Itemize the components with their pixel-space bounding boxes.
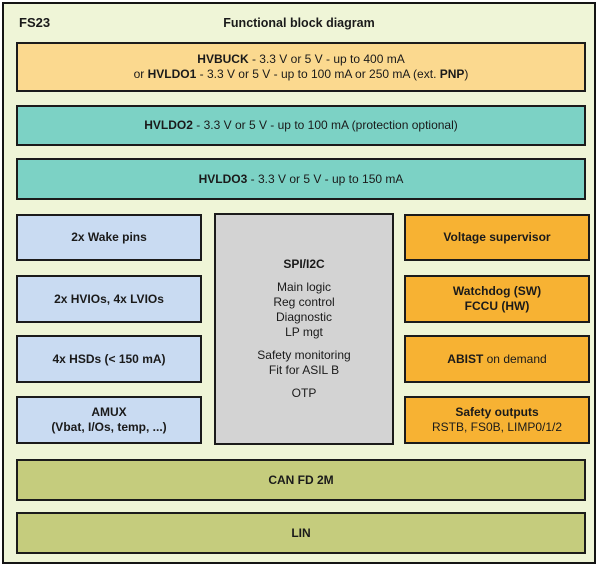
safety-monitoring-group: Safety monitoring Fit for ASIL B bbox=[257, 348, 350, 378]
abist-on-demand-label: on demand bbox=[483, 351, 547, 366]
hvldo2-label: HVLDO2 bbox=[144, 118, 193, 132]
hvios-lvios-block: 2x HVIOs, 4x LVIOs bbox=[16, 275, 202, 323]
lp-mgt-label: LP mgt bbox=[285, 325, 323, 339]
hvldo3-block: HVLDO3 - 3.3 V or 5 V - up to 150 mA bbox=[16, 158, 586, 200]
spi-i2c-group: SPI/I2C bbox=[283, 257, 324, 272]
main-logic-block: SPI/I2C Main logic Reg control Diagnosti… bbox=[214, 213, 394, 445]
amux-label: AMUX bbox=[91, 405, 127, 419]
safety-outputs-pins-label: RSTB, FS0B, LIMP0/1/2 bbox=[431, 420, 563, 434]
hvldo3-spec: - 3.3 V or 5 V - up to 150 mA bbox=[247, 171, 404, 186]
watchdog-fccu-block: Watchdog (SW) FCCU (HW) bbox=[404, 275, 590, 323]
hvbuck-line1: HVBUCK - 3.3 V or 5 V - up to 400 mA bbox=[197, 52, 404, 67]
spi-i2c-label: SPI/I2C bbox=[283, 257, 325, 271]
wake-pins-block: 2x Wake pins bbox=[16, 214, 202, 261]
hvbuck-hvldo1-block: HVBUCK - 3.3 V or 5 V - up to 400 mA or … bbox=[16, 42, 586, 92]
safety-outputs-block: Safety outputs RSTB, FS0B, LIMP0/1/2 bbox=[404, 396, 590, 444]
chip-name: FS23 bbox=[19, 15, 51, 30]
hvldo2-block: HVLDO2 - 3.3 V or 5 V - up to 100 mA (pr… bbox=[16, 105, 586, 146]
logic-functions-group: Main logic Reg control Diagnostic LP mgt bbox=[273, 280, 334, 340]
hvldo2-line: HVLDO2 - 3.3 V or 5 V - up to 100 mA (pr… bbox=[144, 118, 458, 133]
abist-block: ABIST on demand bbox=[404, 335, 590, 383]
otp-group: OTP bbox=[292, 386, 317, 401]
safety-monitoring-label: Safety monitoring bbox=[257, 348, 351, 362]
watchdog-label: Watchdog (SW) bbox=[452, 284, 542, 298]
voltage-supervisor-line: Voltage supervisor bbox=[443, 230, 550, 245]
wake-pins-label: 2x Wake pins bbox=[71, 230, 147, 244]
amux-sources-label: (Vbat, I/Os, temp, ...) bbox=[51, 420, 167, 434]
hvldo1-label: HVLDO1 bbox=[147, 67, 197, 81]
safety-outputs-label: Safety outputs bbox=[455, 405, 539, 419]
hvldo2-spec: - 3.3 V or 5 V - up to 100 mA (protectio… bbox=[192, 118, 458, 132]
diagnostic-label: Diagnostic bbox=[275, 310, 333, 324]
hsds-block: 4x HSDs (< 150 mA) bbox=[16, 335, 202, 383]
hsds-label: 4x HSDs (< 150 mA) bbox=[52, 351, 166, 366]
hvldo3-label: HVLDO3 bbox=[198, 171, 248, 186]
voltage-supervisor-label: Voltage supervisor bbox=[443, 230, 551, 244]
hvldo1-spec-close: ) bbox=[464, 67, 469, 81]
hvldo1-pnp-label: PNP bbox=[439, 67, 465, 81]
fccu-label: FCCU (HW) bbox=[464, 299, 530, 313]
hvbuck-spec: - 3.3 V or 5 V - up to 400 mA bbox=[248, 52, 405, 66]
fccu-line: FCCU (HW) bbox=[465, 299, 530, 314]
hvldo1-line2: or HVLDO1 - 3.3 V or 5 V - up to 100 mA … bbox=[134, 67, 469, 82]
abist-line: ABIST on demand bbox=[447, 352, 546, 367]
hvldo3-line: HVLDO3 - 3.3 V or 5 V - up to 150 mA bbox=[199, 172, 404, 187]
abist-label: ABIST bbox=[447, 351, 484, 366]
hvbuck-label: HVBUCK bbox=[197, 52, 249, 66]
voltage-supervisor-block: Voltage supervisor bbox=[404, 214, 590, 261]
hvios-lvios-label: 2x HVIOs, 4x LVIOs bbox=[54, 291, 164, 306]
hvldo1-spec: - 3.3 V or 5 V - up to 100 mA or 250 mA … bbox=[196, 67, 440, 81]
safety-outputs-line: Safety outputs bbox=[455, 405, 538, 420]
asil-b-label: Fit for ASIL B bbox=[268, 363, 340, 377]
main-logic-label: Main logic bbox=[276, 280, 332, 294]
functional-block-diagram: FS23 Functional block diagram HVBUCK - 3… bbox=[2, 2, 596, 564]
otp-label: OTP bbox=[291, 386, 317, 400]
reg-control-label: Reg control bbox=[273, 295, 335, 309]
lin-label: LIN bbox=[291, 525, 311, 540]
amux-block: AMUX (Vbat, I/Os, temp, ...) bbox=[16, 396, 202, 444]
watchdog-line: Watchdog (SW) bbox=[453, 284, 541, 299]
hvldo1-or: or bbox=[133, 67, 148, 81]
lin-block: LIN bbox=[16, 512, 586, 554]
can-fd-label: CAN FD 2M bbox=[268, 472, 334, 487]
diagram-title: Functional block diagram bbox=[223, 16, 375, 30]
can-fd-block: CAN FD 2M bbox=[16, 459, 586, 501]
